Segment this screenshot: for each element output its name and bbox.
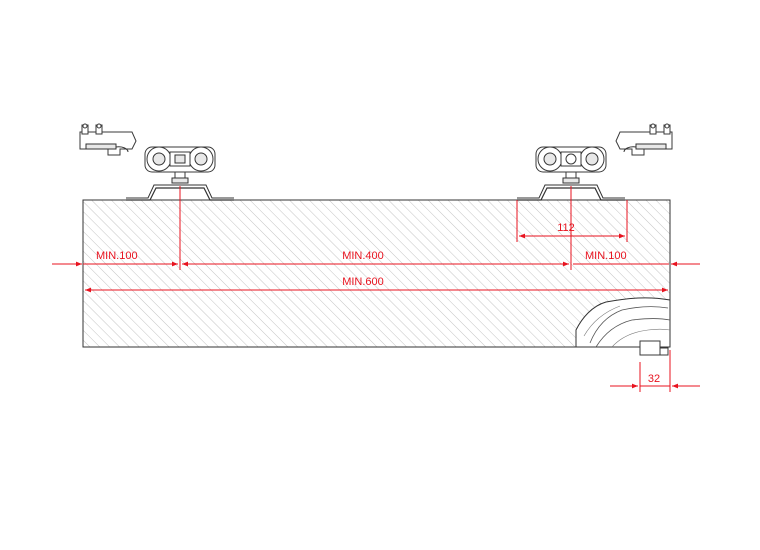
left-roller-carriage [126,146,234,201]
dim-label-left-min100: MIN.100 [96,250,138,262]
dim-label-right-min100: MIN.100 [585,250,627,262]
floor-guide [639,340,669,356]
dim-label-32: 32 [648,373,660,385]
dim-label-112: 112 [557,222,575,234]
dim-label-min400: MIN.400 [342,250,384,262]
dimension-lines [52,186,700,392]
right-end-stop [615,123,673,156]
door-panel [82,199,671,348]
left-end-stop [79,123,137,156]
door-cutaway [575,297,671,348]
dim-label-min600: MIN.600 [342,276,384,288]
